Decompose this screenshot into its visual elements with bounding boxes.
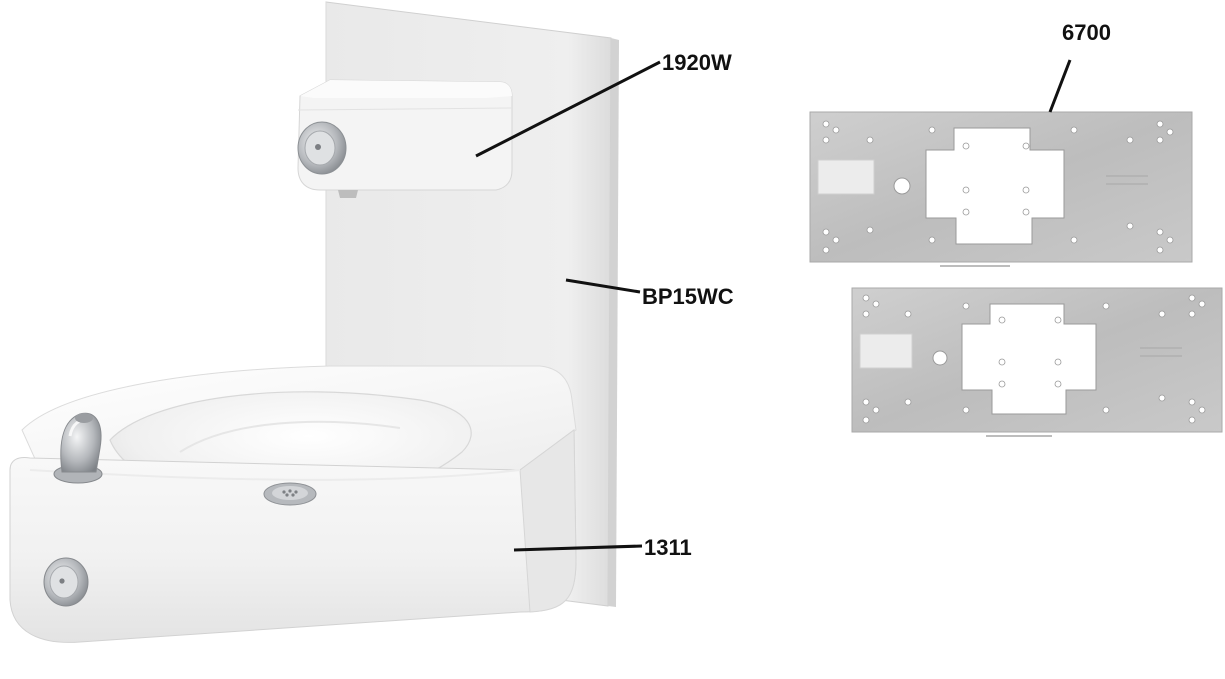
- mounting-bracket-top: [809, 111, 1193, 267]
- upper-push-button: [297, 121, 347, 175]
- leader-bp15wc: [565, 278, 641, 294]
- leader-1920w: [475, 60, 661, 158]
- upper-fountain-unit: [297, 79, 513, 198]
- bubbler: [53, 412, 103, 484]
- leader-lines: [475, 59, 1072, 552]
- label-1311: 1311: [644, 535, 692, 560]
- leader-1311: [513, 544, 643, 552]
- label-6700: 6700: [1062, 20, 1111, 45]
- leader-6700: [1048, 59, 1072, 113]
- label-1920w: 1920W: [662, 50, 732, 75]
- lower-push-button: [43, 557, 89, 607]
- mounting-bracket-bottom: [851, 287, 1223, 437]
- lower-fountain-basin: [9, 365, 577, 643]
- drain-strainer: [263, 482, 317, 506]
- label-bp15wc: BP15WC: [642, 284, 734, 309]
